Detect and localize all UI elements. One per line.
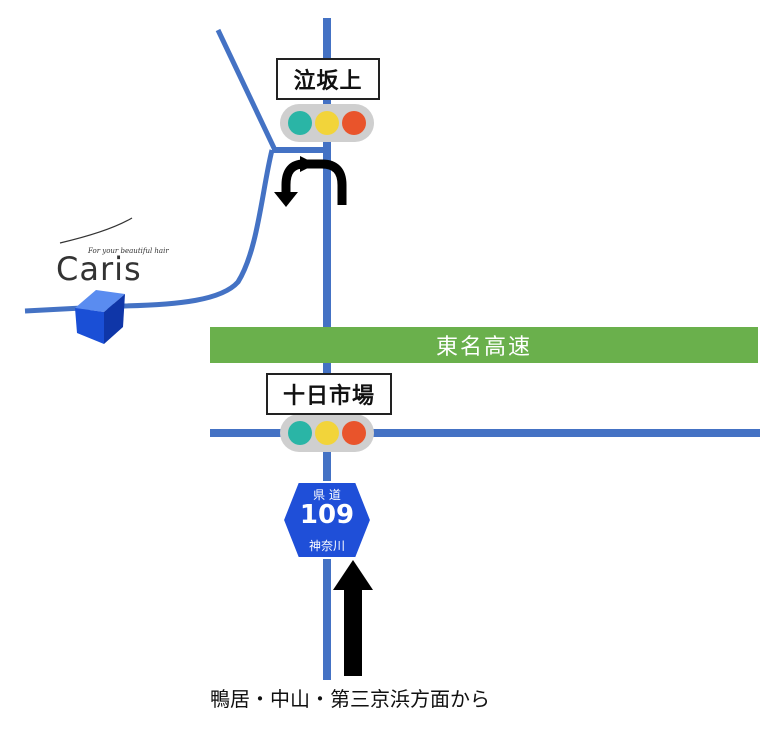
red-light bbox=[342, 421, 366, 445]
turn-arrow-head-icon bbox=[274, 192, 298, 207]
straight-arrow-shaft bbox=[344, 588, 362, 676]
diagonal-road bbox=[215, 28, 277, 150]
red-light bbox=[342, 111, 366, 135]
route-sign-number: 109 bbox=[299, 500, 355, 530]
yellow-light bbox=[315, 111, 339, 135]
route-sign-icon bbox=[281, 481, 373, 559]
direction-caption: 鴨居・中山・第三京浜方面から bbox=[210, 687, 490, 711]
signal-label-top: 泣坂上 bbox=[276, 58, 380, 100]
store-marker-icon bbox=[75, 290, 125, 344]
store-name: Caris bbox=[56, 250, 142, 288]
yellow-light bbox=[315, 421, 339, 445]
green-light bbox=[288, 421, 312, 445]
store-road bbox=[24, 149, 275, 314]
highway-label: 東名高速 bbox=[435, 335, 532, 360]
highway-band bbox=[210, 327, 758, 363]
traffic-light-top bbox=[280, 104, 374, 142]
route-sign-top: 県 道 bbox=[313, 488, 341, 502]
route-sign-bottom: 神奈川 bbox=[308, 539, 345, 553]
signal-label-bottom: 十日市場 bbox=[266, 373, 392, 415]
green-light bbox=[288, 111, 312, 135]
straight-arrow-head-icon bbox=[333, 560, 373, 590]
turn-arrow-icon bbox=[281, 159, 347, 205]
traffic-light-bottom bbox=[280, 414, 374, 452]
logo-swoosh-icon bbox=[59, 217, 133, 244]
store-tagline: For your beautiful hair bbox=[88, 247, 169, 255]
turn-arrow-tail-icon bbox=[300, 156, 316, 172]
